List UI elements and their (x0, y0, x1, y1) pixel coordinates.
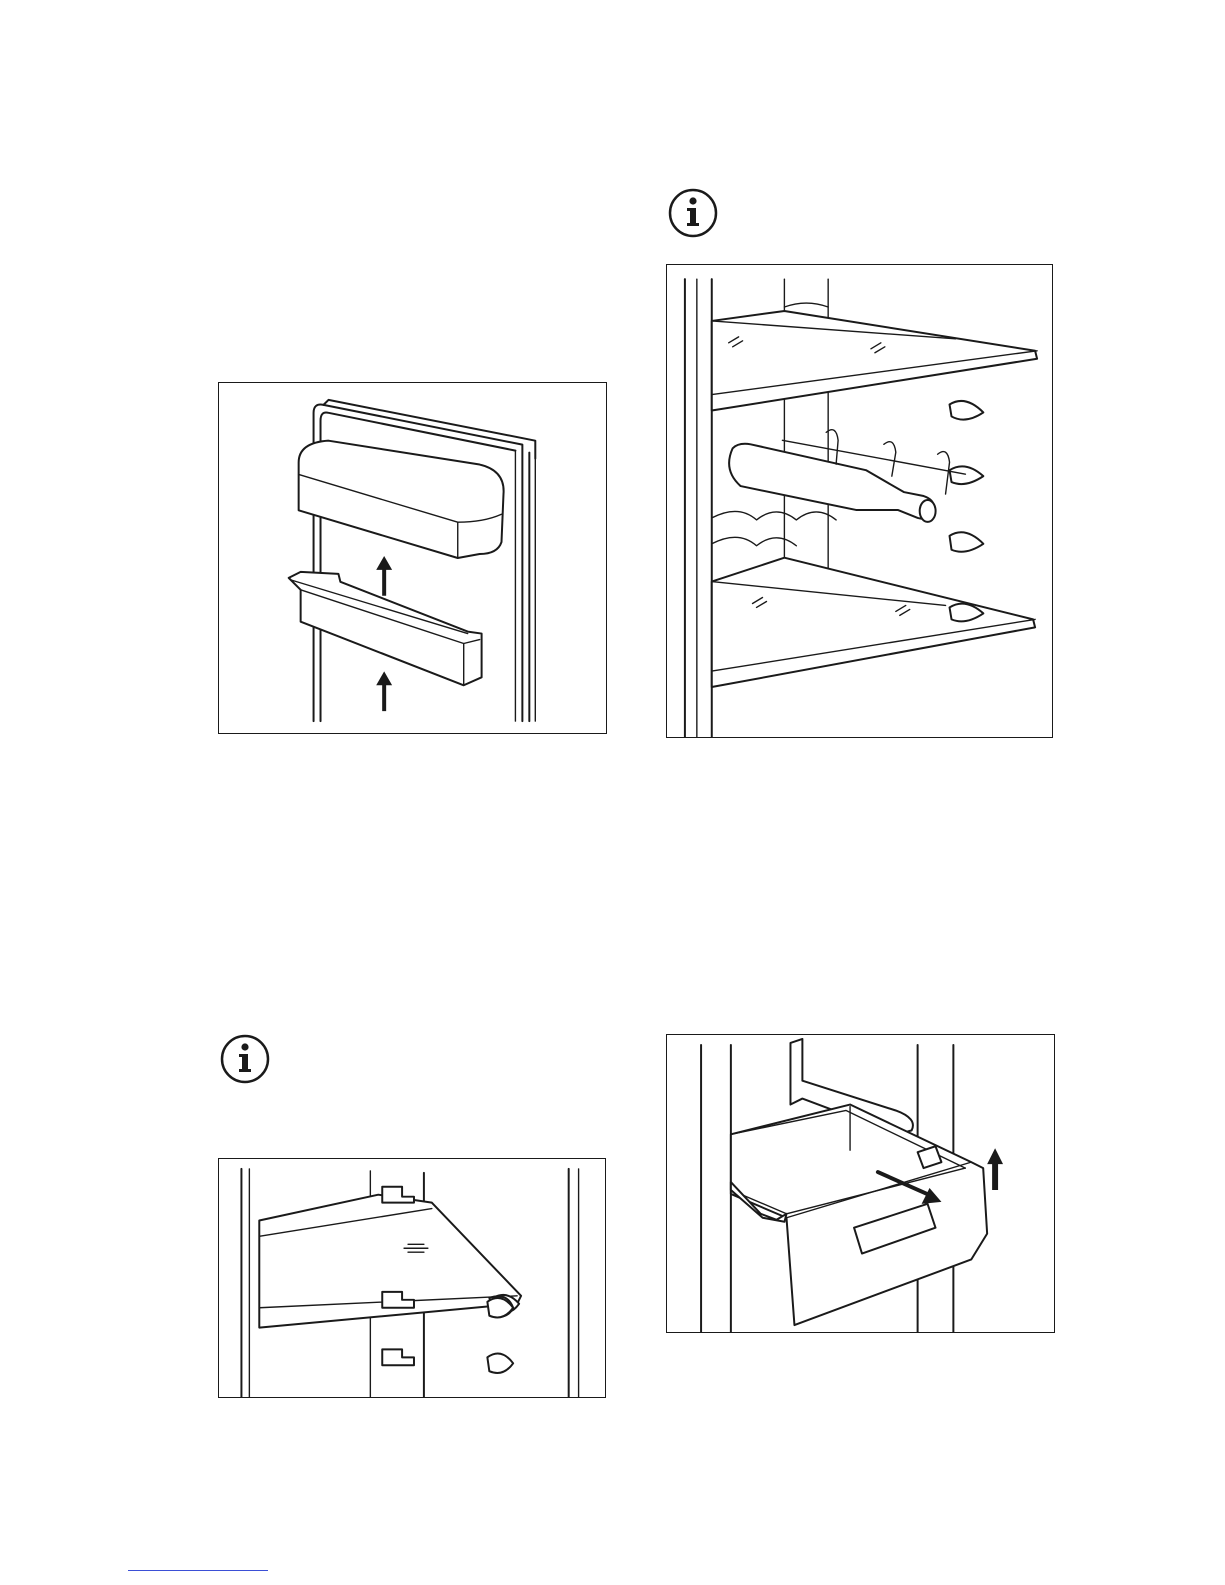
info-icon (668, 188, 718, 238)
door-balcony-figure (218, 382, 607, 734)
wine-rack-figure (666, 264, 1053, 738)
info-icon (220, 1034, 270, 1084)
footer-link-underline[interactable] (128, 1570, 268, 1571)
crisper-drawer-figure (666, 1034, 1055, 1333)
glass-shelf-figure (218, 1158, 606, 1398)
